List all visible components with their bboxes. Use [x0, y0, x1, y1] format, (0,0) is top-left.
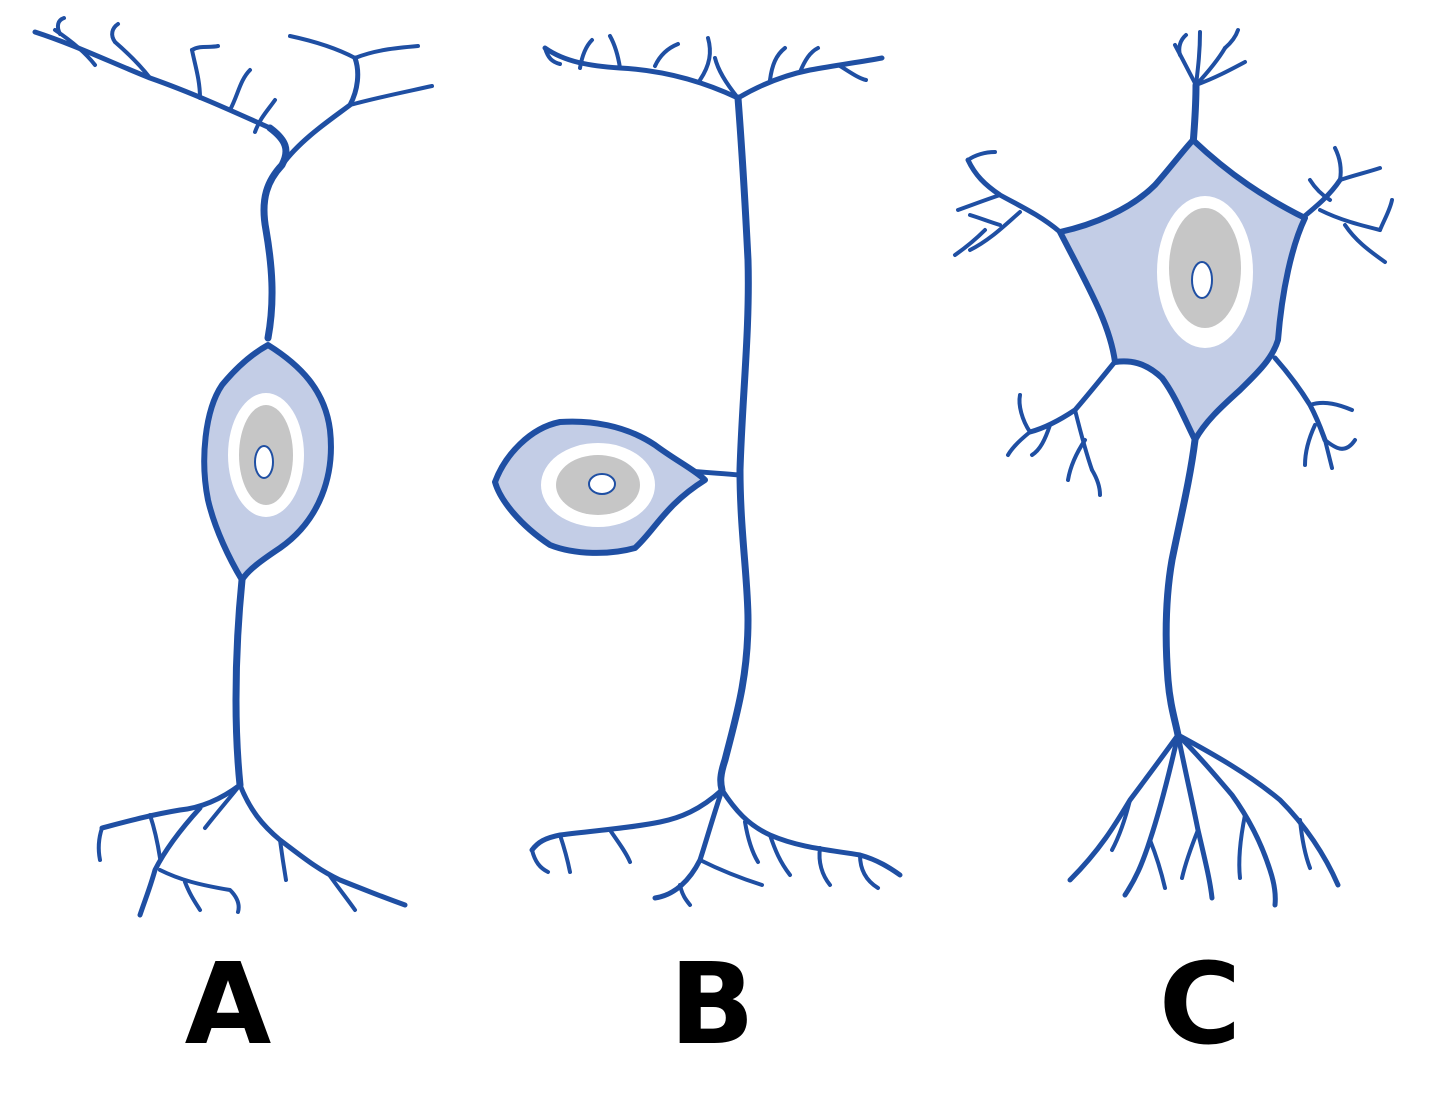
label-b: B — [669, 940, 755, 1070]
neuron-c-right-dendrite — [1297, 146, 1394, 264]
neuron-a-dendrites-top — [32, 16, 434, 342]
neuron-b-dendrites-top — [542, 34, 885, 101]
unipolar-neuron — [492, 34, 903, 907]
neuron-a-axon — [96, 576, 408, 918]
neuron-c-axon — [1067, 436, 1341, 908]
neuron-b-nucleolus — [588, 473, 616, 495]
neuron-c-nucleolus — [1191, 261, 1213, 299]
bipolar-neuron — [32, 16, 434, 918]
neuron-c-lower-left-dendrite — [1006, 355, 1121, 497]
label-c: C — [1158, 940, 1242, 1070]
multipolar-neuron — [953, 28, 1394, 908]
neuron-b-main-process — [717, 94, 752, 794]
neuron-c-top-dendrite — [1173, 28, 1247, 149]
neuron-c-lower-right-dendrite — [1272, 355, 1357, 470]
neuron-c-left-dendrite — [953, 150, 1063, 257]
neuron-a-nucleolus — [254, 445, 274, 479]
label-a: A — [184, 940, 272, 1070]
neuron-b-terminals — [529, 787, 903, 907]
